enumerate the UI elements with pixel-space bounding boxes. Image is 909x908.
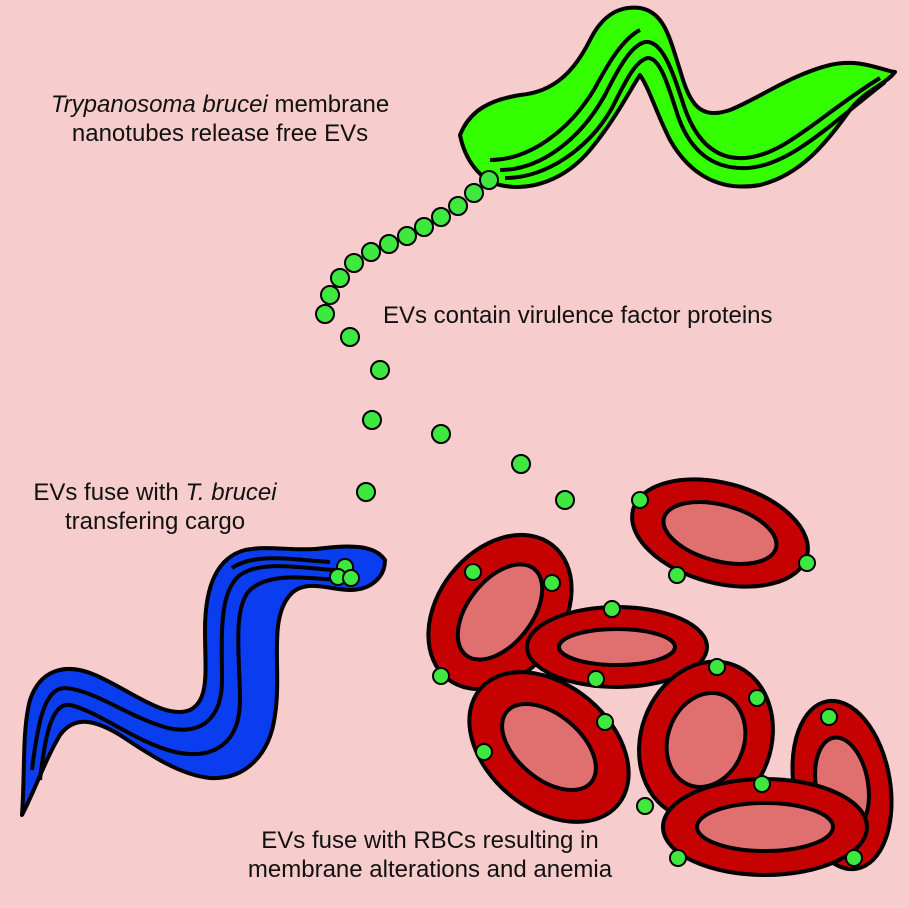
rbc-7 <box>661 777 869 877</box>
label-nanotubes-line1-rest: membrane <box>267 91 390 118</box>
rbc-1 <box>630 477 810 589</box>
label-fuse-rbc-line1: EVs fuse with RBCs resulting in <box>261 827 599 854</box>
species-name: Trypanosoma brucei <box>50 91 268 118</box>
label-nanotubes-line2: nanotubes release free EVs <box>71 120 369 148</box>
label-fuse-parasite-line2: transfering cargo <box>64 508 246 536</box>
green-trypanosoma <box>458 5 897 189</box>
free-evs <box>340 327 575 510</box>
label-nanotubes-line1: Trypanosoma brucei membrane <box>0 90 440 119</box>
label-fuse-rbc: EVs fuse with RBCs resulting in membrane… <box>200 826 660 885</box>
species-abbrev: T. brucei <box>185 479 277 506</box>
evs-on-rbcs <box>432 491 863 867</box>
label-fuse-parasite-line1-plain: EVs fuse with <box>33 479 186 506</box>
ev-chain <box>315 170 499 324</box>
red-blood-cells <box>426 477 894 877</box>
label-fuse-parasite: EVs fuse with T. brucei transfering carg… <box>0 478 310 537</box>
label-virulence-text: EVs contain virulence factor proteins <box>383 302 773 329</box>
evs-fusing-parasite <box>329 558 360 587</box>
label-virulence: EVs contain virulence factor proteins <box>383 301 773 330</box>
rbc-4 <box>467 670 631 824</box>
label-fuse-parasite-line1: EVs fuse with T. brucei <box>0 478 310 507</box>
label-nanotubes: Trypanosoma brucei membrane nanotubes re… <box>0 90 440 149</box>
blue-trypanosoma <box>20 544 387 817</box>
label-fuse-rbc-line2: membrane alterations and anemia <box>247 856 613 884</box>
